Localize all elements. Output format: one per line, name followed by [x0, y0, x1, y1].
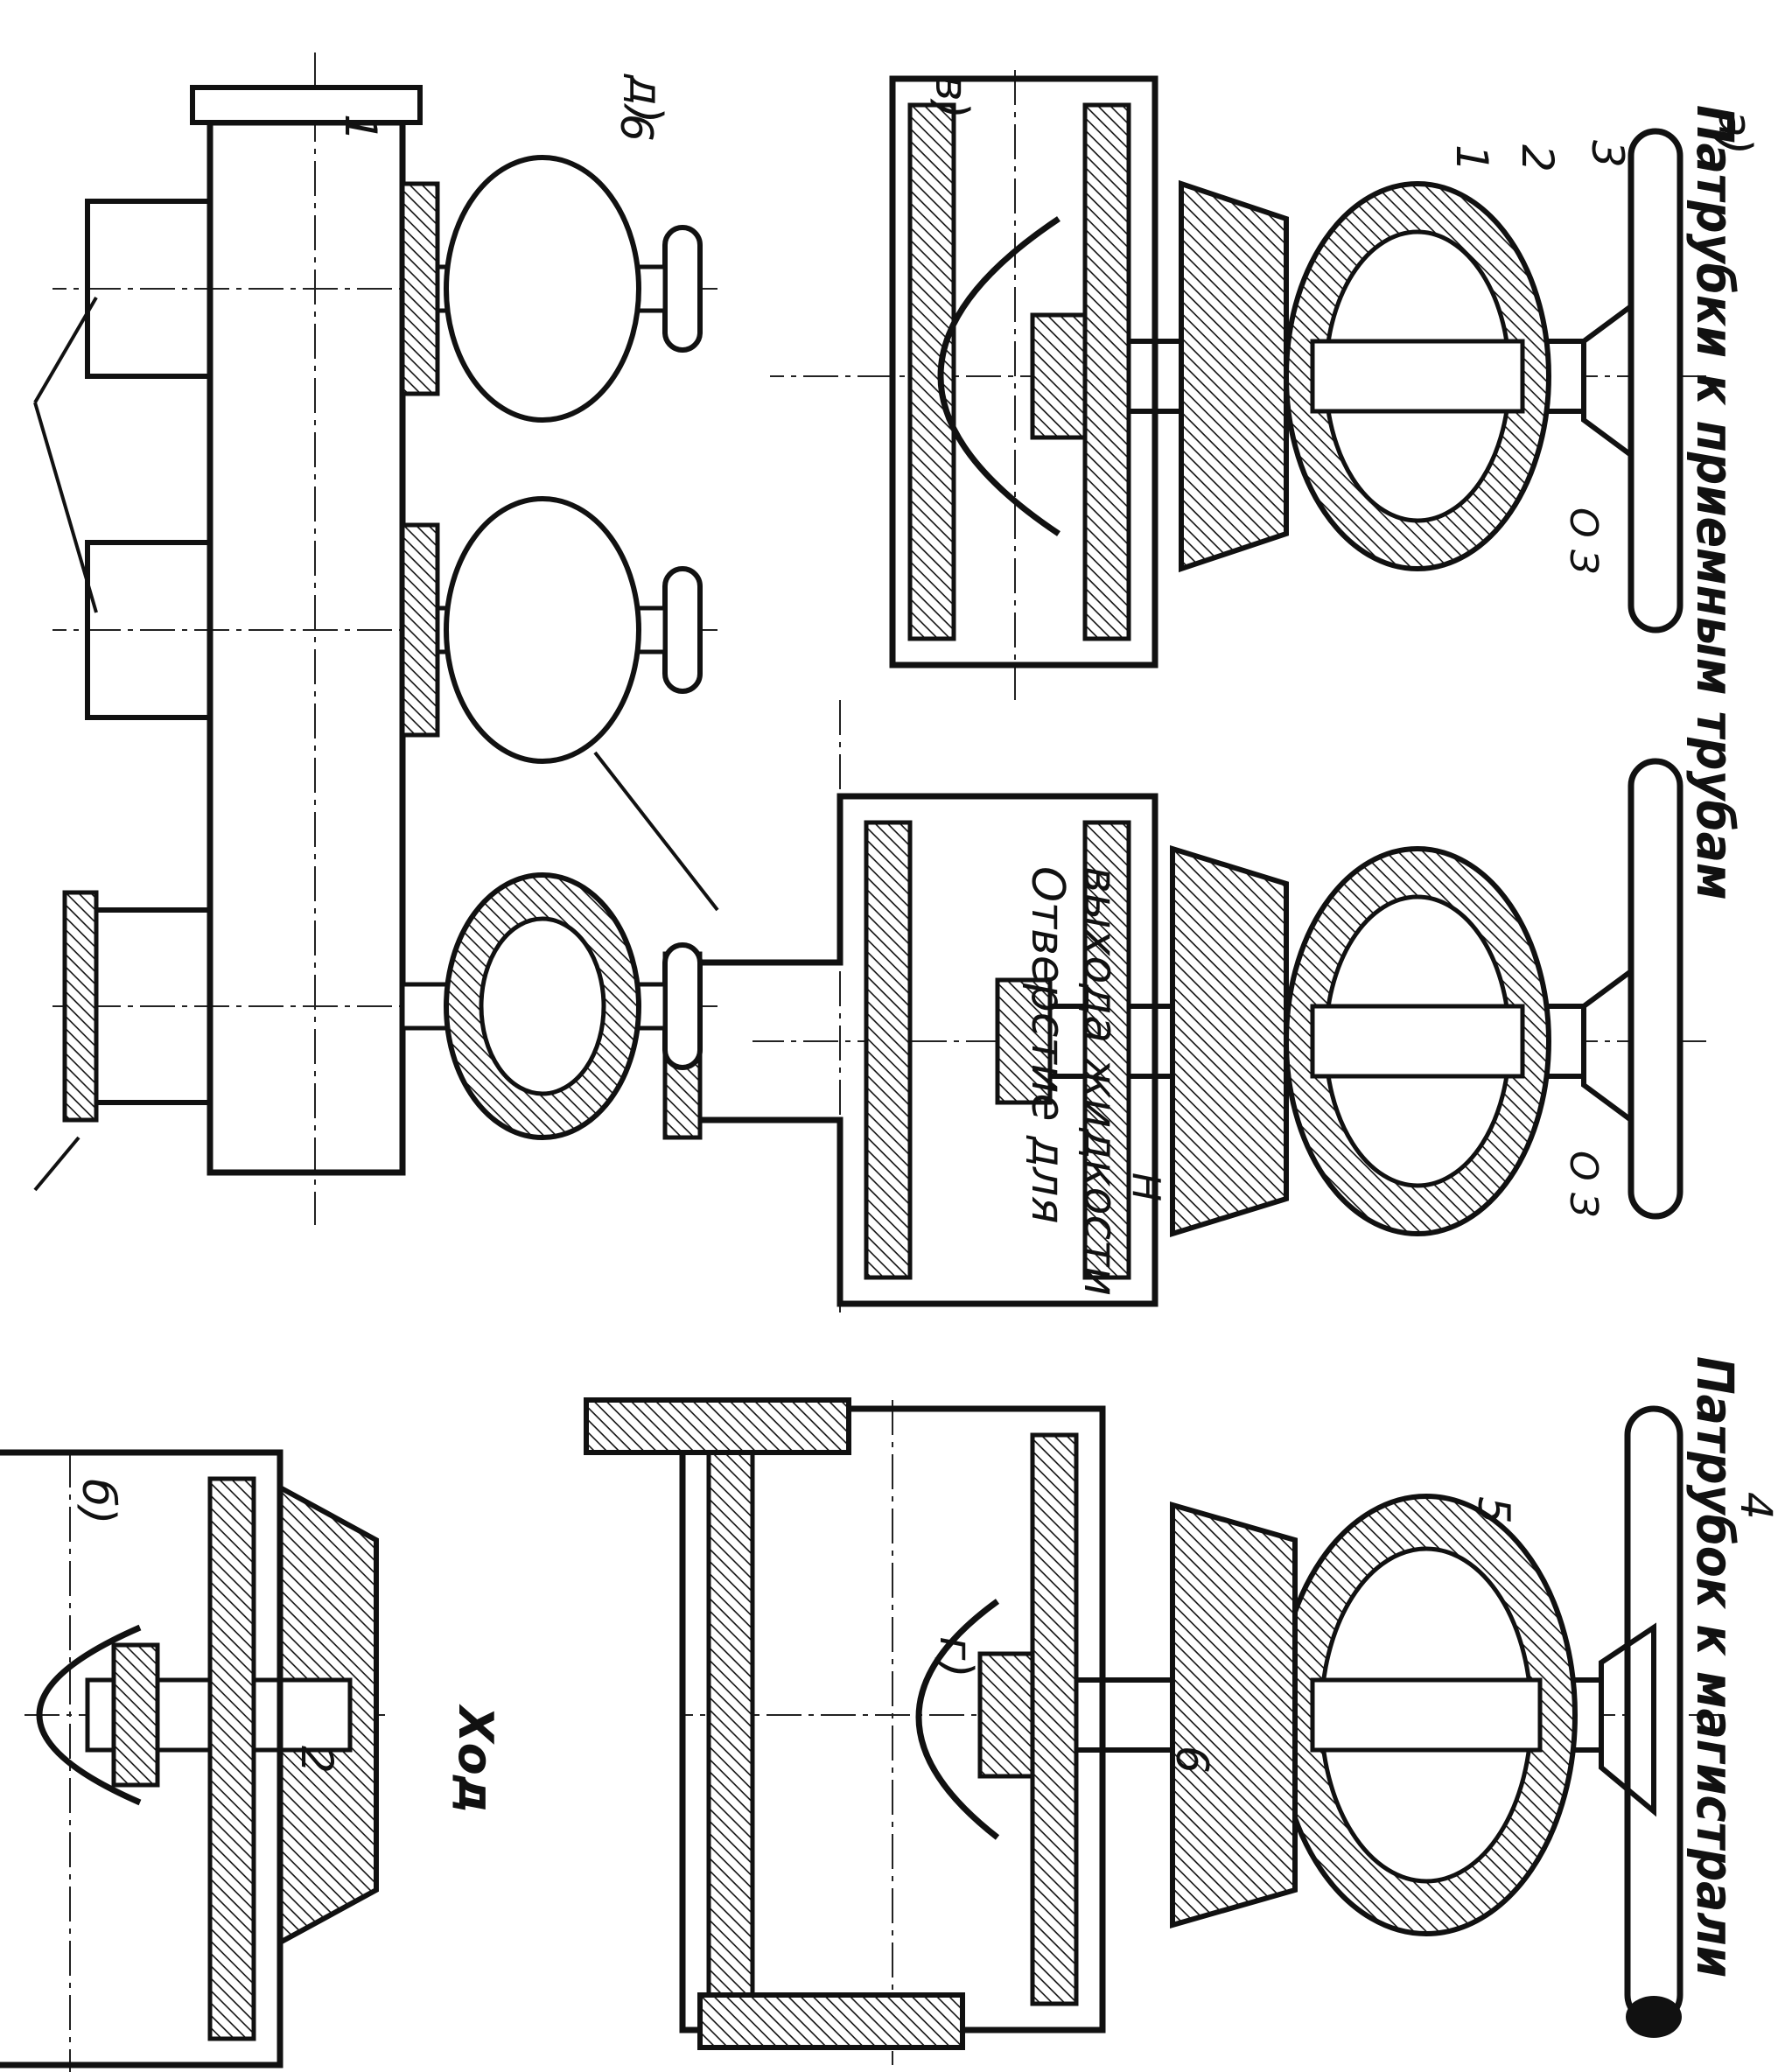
valve-unit-intake-2: [85, 155, 703, 423]
caption-main-pipe: Патрубок к магистрали: [1685, 1356, 1745, 1978]
caption-intake-pipes: Патрубки к приемным трубам: [1685, 105, 1745, 900]
valve-panel-g: [770, 70, 1706, 700]
part-number-6-b: 6: [611, 114, 662, 142]
vent-label-line1: Отверстие для: [1021, 866, 1074, 1224]
dial-mark-open: О: [1561, 508, 1606, 538]
part-number-2: 2: [1512, 144, 1563, 172]
stroke-label: Ход: [448, 1704, 503, 1813]
valve-unit-main: [62, 872, 703, 1140]
handwheel-icon: [1599, 1405, 1684, 2038]
handwheel-icon: [1581, 128, 1684, 634]
part-number-5: 5: [1468, 1496, 1519, 1524]
dial-mark-closed: З: [1561, 550, 1606, 574]
dial-mark-neutral: Н: [1124, 1172, 1168, 1201]
panel-label-v: в): [925, 74, 977, 119]
valve-unit-intake-1: [85, 496, 703, 764]
valve-panel-v: [593, 700, 1706, 1312]
dial-mark-closed-2: З: [1561, 1193, 1606, 1217]
dial-mark-open-2: О: [1561, 1151, 1606, 1181]
panel-label-d: д): [619, 74, 671, 123]
position-dial-icon: [1275, 1494, 1578, 1936]
part-number-6: 6: [1166, 1746, 1217, 1774]
panel-label-g: г): [929, 1636, 982, 1678]
panel-label-b: б): [72, 1479, 124, 1524]
part-number-2-b: 2: [291, 1746, 342, 1774]
valve-panel-d: [33, 52, 718, 1225]
part-number-4: 4: [1731, 1492, 1782, 1520]
position-dial-icon: [1284, 181, 1551, 571]
vent-label-line2: выхода жидкости: [1074, 866, 1126, 1296]
part-number-1: 1: [1446, 144, 1497, 172]
handwheel-icon: [1581, 758, 1684, 1220]
valve-panel-a: [584, 1397, 1724, 2065]
part-number-1-b: 1: [335, 114, 386, 142]
part-number-3: 3: [1582, 140, 1633, 168]
position-dial-icon: [1284, 846, 1551, 1236]
valve-panel-b: [0, 1449, 385, 2072]
panel-label-a: а): [1708, 109, 1760, 155]
